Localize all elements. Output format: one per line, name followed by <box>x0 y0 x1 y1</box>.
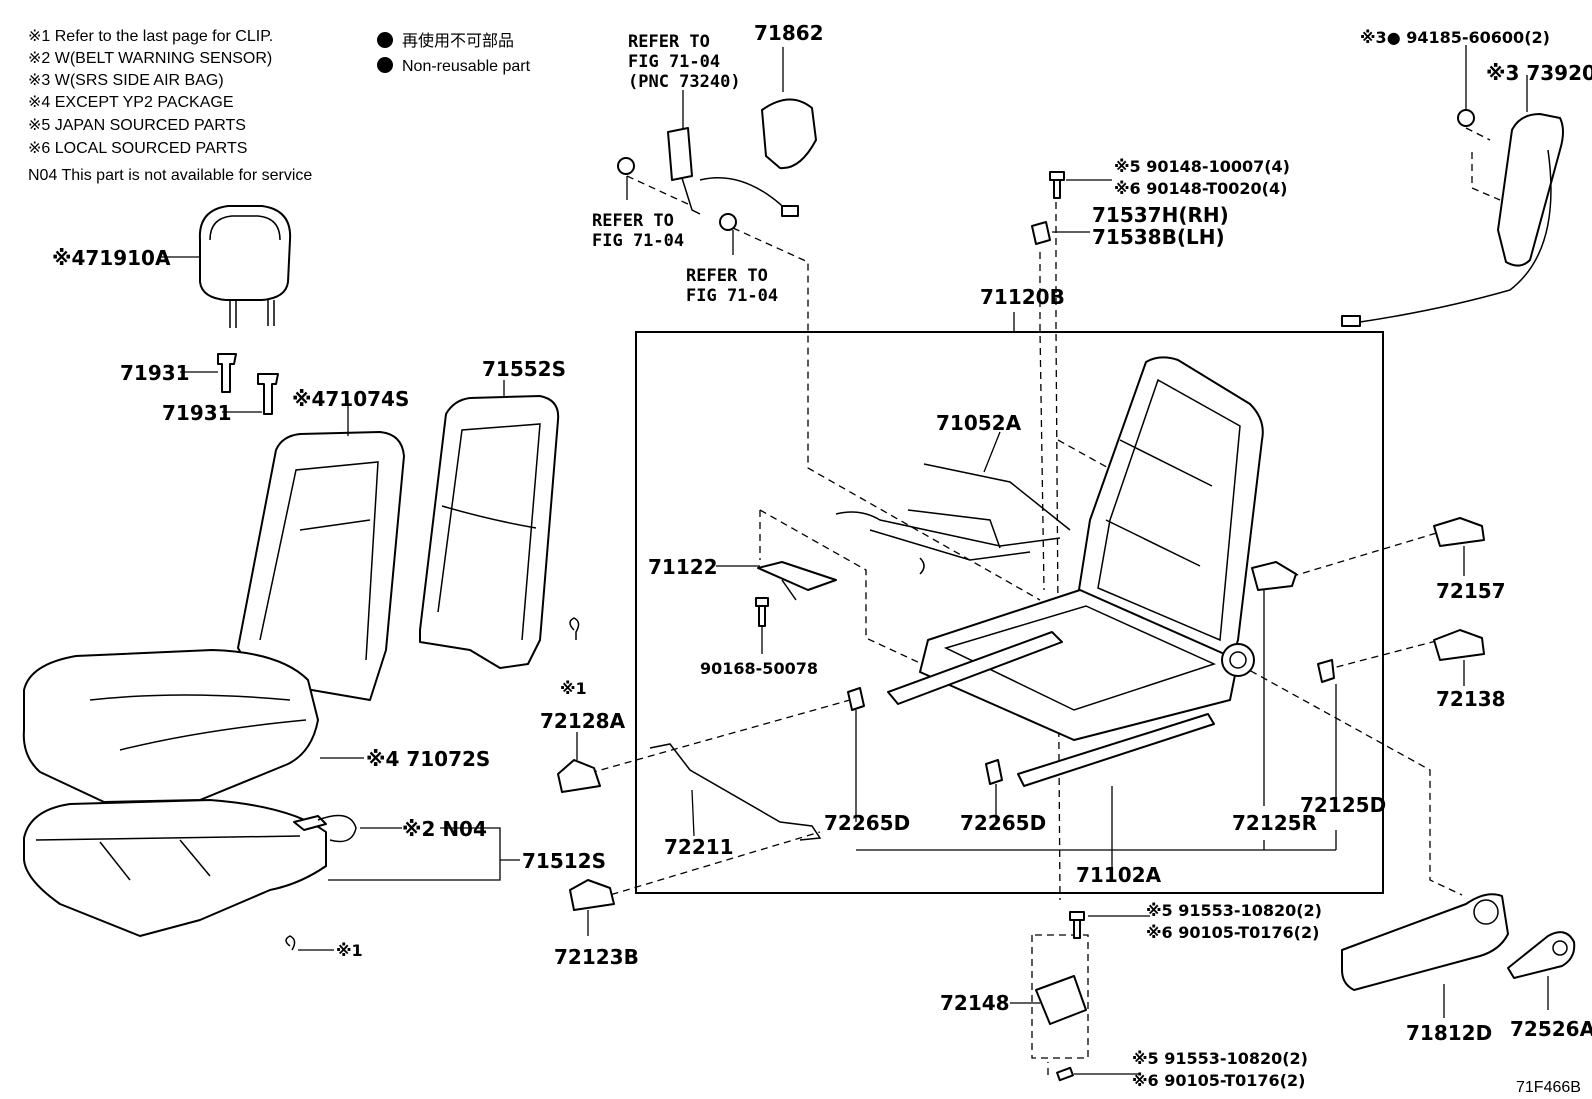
frame-assembly-box <box>635 331 1384 894</box>
figure-code: 71F466B <box>1516 1079 1581 1096</box>
label-72138: 72138 <box>1436 687 1506 711</box>
label-72125R: 72125R <box>1232 811 1317 835</box>
seatback-cover-71074S <box>237 431 405 701</box>
bolt-90148 <box>1049 171 1065 199</box>
label-71538B: 71538B(LH) <box>1092 225 1225 249</box>
note-1: ※1 Refer to the last page for CLIP. <box>28 28 273 45</box>
label-71052A: 71052A <box>936 411 1022 435</box>
label-72123B: 72123B <box>554 945 639 969</box>
legend-block: 再使用不可部品 Non-reusable part <box>377 32 531 75</box>
label-refer-top-1: REFER TO <box>628 32 710 52</box>
clip-icon <box>285 935 296 951</box>
seat-spring-71052A <box>835 463 1071 575</box>
nut-icon <box>1457 109 1475 127</box>
legend-jp: 再使用不可部品 <box>402 32 514 50</box>
bolt-90168-50078 <box>755 597 769 627</box>
label-72128A: 72128A <box>540 709 626 733</box>
cover-72138 <box>1433 629 1485 661</box>
belt-warning-sensor-N04 <box>293 814 357 843</box>
label-71812D: 71812D <box>1406 1021 1492 1045</box>
label-73920A: ※3 73920A <box>1486 61 1592 85</box>
label-71074S: ※471074S <box>292 387 409 411</box>
note-7: N04 This part is not available for servi… <box>28 167 312 184</box>
label-71931-b: 71931 <box>162 401 232 425</box>
label-90148-a: ※5 90148-10007(4) <box>1114 157 1290 176</box>
label-refer-mid-2: FIG 71-04 <box>686 286 778 306</box>
label-71120B: 71120B <box>980 285 1065 309</box>
label-91553-a: ※5 91553-10820(2) <box>1146 901 1322 920</box>
label-90105-b: ※6 90105-T0176(2) <box>1132 1071 1305 1090</box>
clip-72125D <box>1317 659 1335 683</box>
note-4: ※4 EXCEPT YP2 PACKAGE <box>28 94 234 111</box>
label-71552S: 71552S <box>482 357 566 381</box>
label-72148: 72148 <box>940 991 1010 1015</box>
notes-block: ※1 Refer to the last page for CLIP. ※2 W… <box>28 28 312 184</box>
label-72265D-b: 72265D <box>960 811 1046 835</box>
seat-cushion-cover-71072S <box>22 649 319 803</box>
label-clip-1: ※1 <box>560 679 587 698</box>
label-N04: ※2 N04 <box>402 817 487 841</box>
bracket-71122 <box>757 561 837 601</box>
note-3: ※3 W(SRS SIDE AIR BAG) <box>28 72 224 89</box>
label-90148-b: ※6 90148-T0020(4) <box>1114 179 1287 198</box>
label-71512S: 71512S <box>522 849 606 873</box>
clip-72265D <box>847 687 865 711</box>
headrest-71910A <box>198 205 292 328</box>
clip-icon <box>569 617 580 640</box>
label-refer-left-2: FIG 71-04 <box>592 231 684 251</box>
label-refer-left-1: REFER TO <box>592 211 674 231</box>
label-72211: 72211 <box>664 835 734 859</box>
label-72265D-a: 72265D <box>824 811 910 835</box>
label-90105-a: ※6 90105-T0176(2) <box>1146 923 1319 942</box>
legend-en: Non-reusable part <box>402 58 531 75</box>
seatback-pad-71552S <box>419 395 560 669</box>
note-2: ※2 W(BELT WARNING SENSOR) <box>28 50 272 67</box>
label-94185: ※3● 94185-60600(2) <box>1360 28 1550 47</box>
clip-72265D <box>985 759 1003 785</box>
clip-71537H <box>1031 221 1051 245</box>
nut-icon <box>719 213 737 231</box>
seat-cushion-pad-71512S <box>23 799 327 937</box>
nonreusable-dot-icon <box>377 57 393 73</box>
label-71910A: ※471910A <box>52 246 171 270</box>
label-refer-mid-1: REFER TO <box>686 266 768 286</box>
label-clip-2: ※1 <box>336 941 363 960</box>
note-5: ※5 JAPAN SOURCED PARTS <box>28 117 246 134</box>
label-72125D: 72125D <box>1300 793 1386 817</box>
label-71931-a: 71931 <box>120 361 190 385</box>
label-71122: 71122 <box>648 555 718 579</box>
label-71102A: 71102A <box>1076 863 1162 887</box>
label-refer-top-2: FIG 71-04 <box>628 52 720 72</box>
recliner-cover-71812D <box>1341 893 1509 991</box>
label-91553-b: ※5 91553-10820(2) <box>1132 1049 1308 1068</box>
label-71537H: 71537H(RH) <box>1092 203 1229 227</box>
cover-72128A <box>557 759 601 793</box>
label-71072S: ※4 71072S <box>366 747 490 771</box>
label-90168: 90168-50078 <box>700 659 818 678</box>
label-72157: 72157 <box>1436 579 1506 603</box>
cover-72123B <box>569 879 615 911</box>
side-airbag-73920A <box>1341 113 1564 327</box>
leader-lines <box>160 45 1549 1075</box>
label-71862: 71862 <box>754 21 824 45</box>
note-6: ※6 LOCAL SOURCED PARTS <box>28 140 247 157</box>
clip-72125R <box>1251 561 1297 591</box>
nonreusable-dot-icon <box>377 32 393 48</box>
cover-72157 <box>1433 517 1485 547</box>
lever-knob-72526A <box>1507 931 1576 979</box>
seatbelt-buckle <box>667 98 817 217</box>
seat-track-71102A <box>887 631 1215 787</box>
bracket-72148 <box>1035 911 1087 1082</box>
wire-72211 <box>649 743 822 841</box>
label-refer-top-3: (PNC 73240) <box>628 72 741 92</box>
part-labels: REFER TO FIG 71-04 (PNC 73240) 71862 REF… <box>52 21 1592 1096</box>
nut-icon <box>617 157 635 175</box>
label-72526A: 72526A <box>1510 1017 1592 1041</box>
seat-frame-71120B <box>919 356 1264 741</box>
headrest-guide-71931 <box>217 353 279 415</box>
